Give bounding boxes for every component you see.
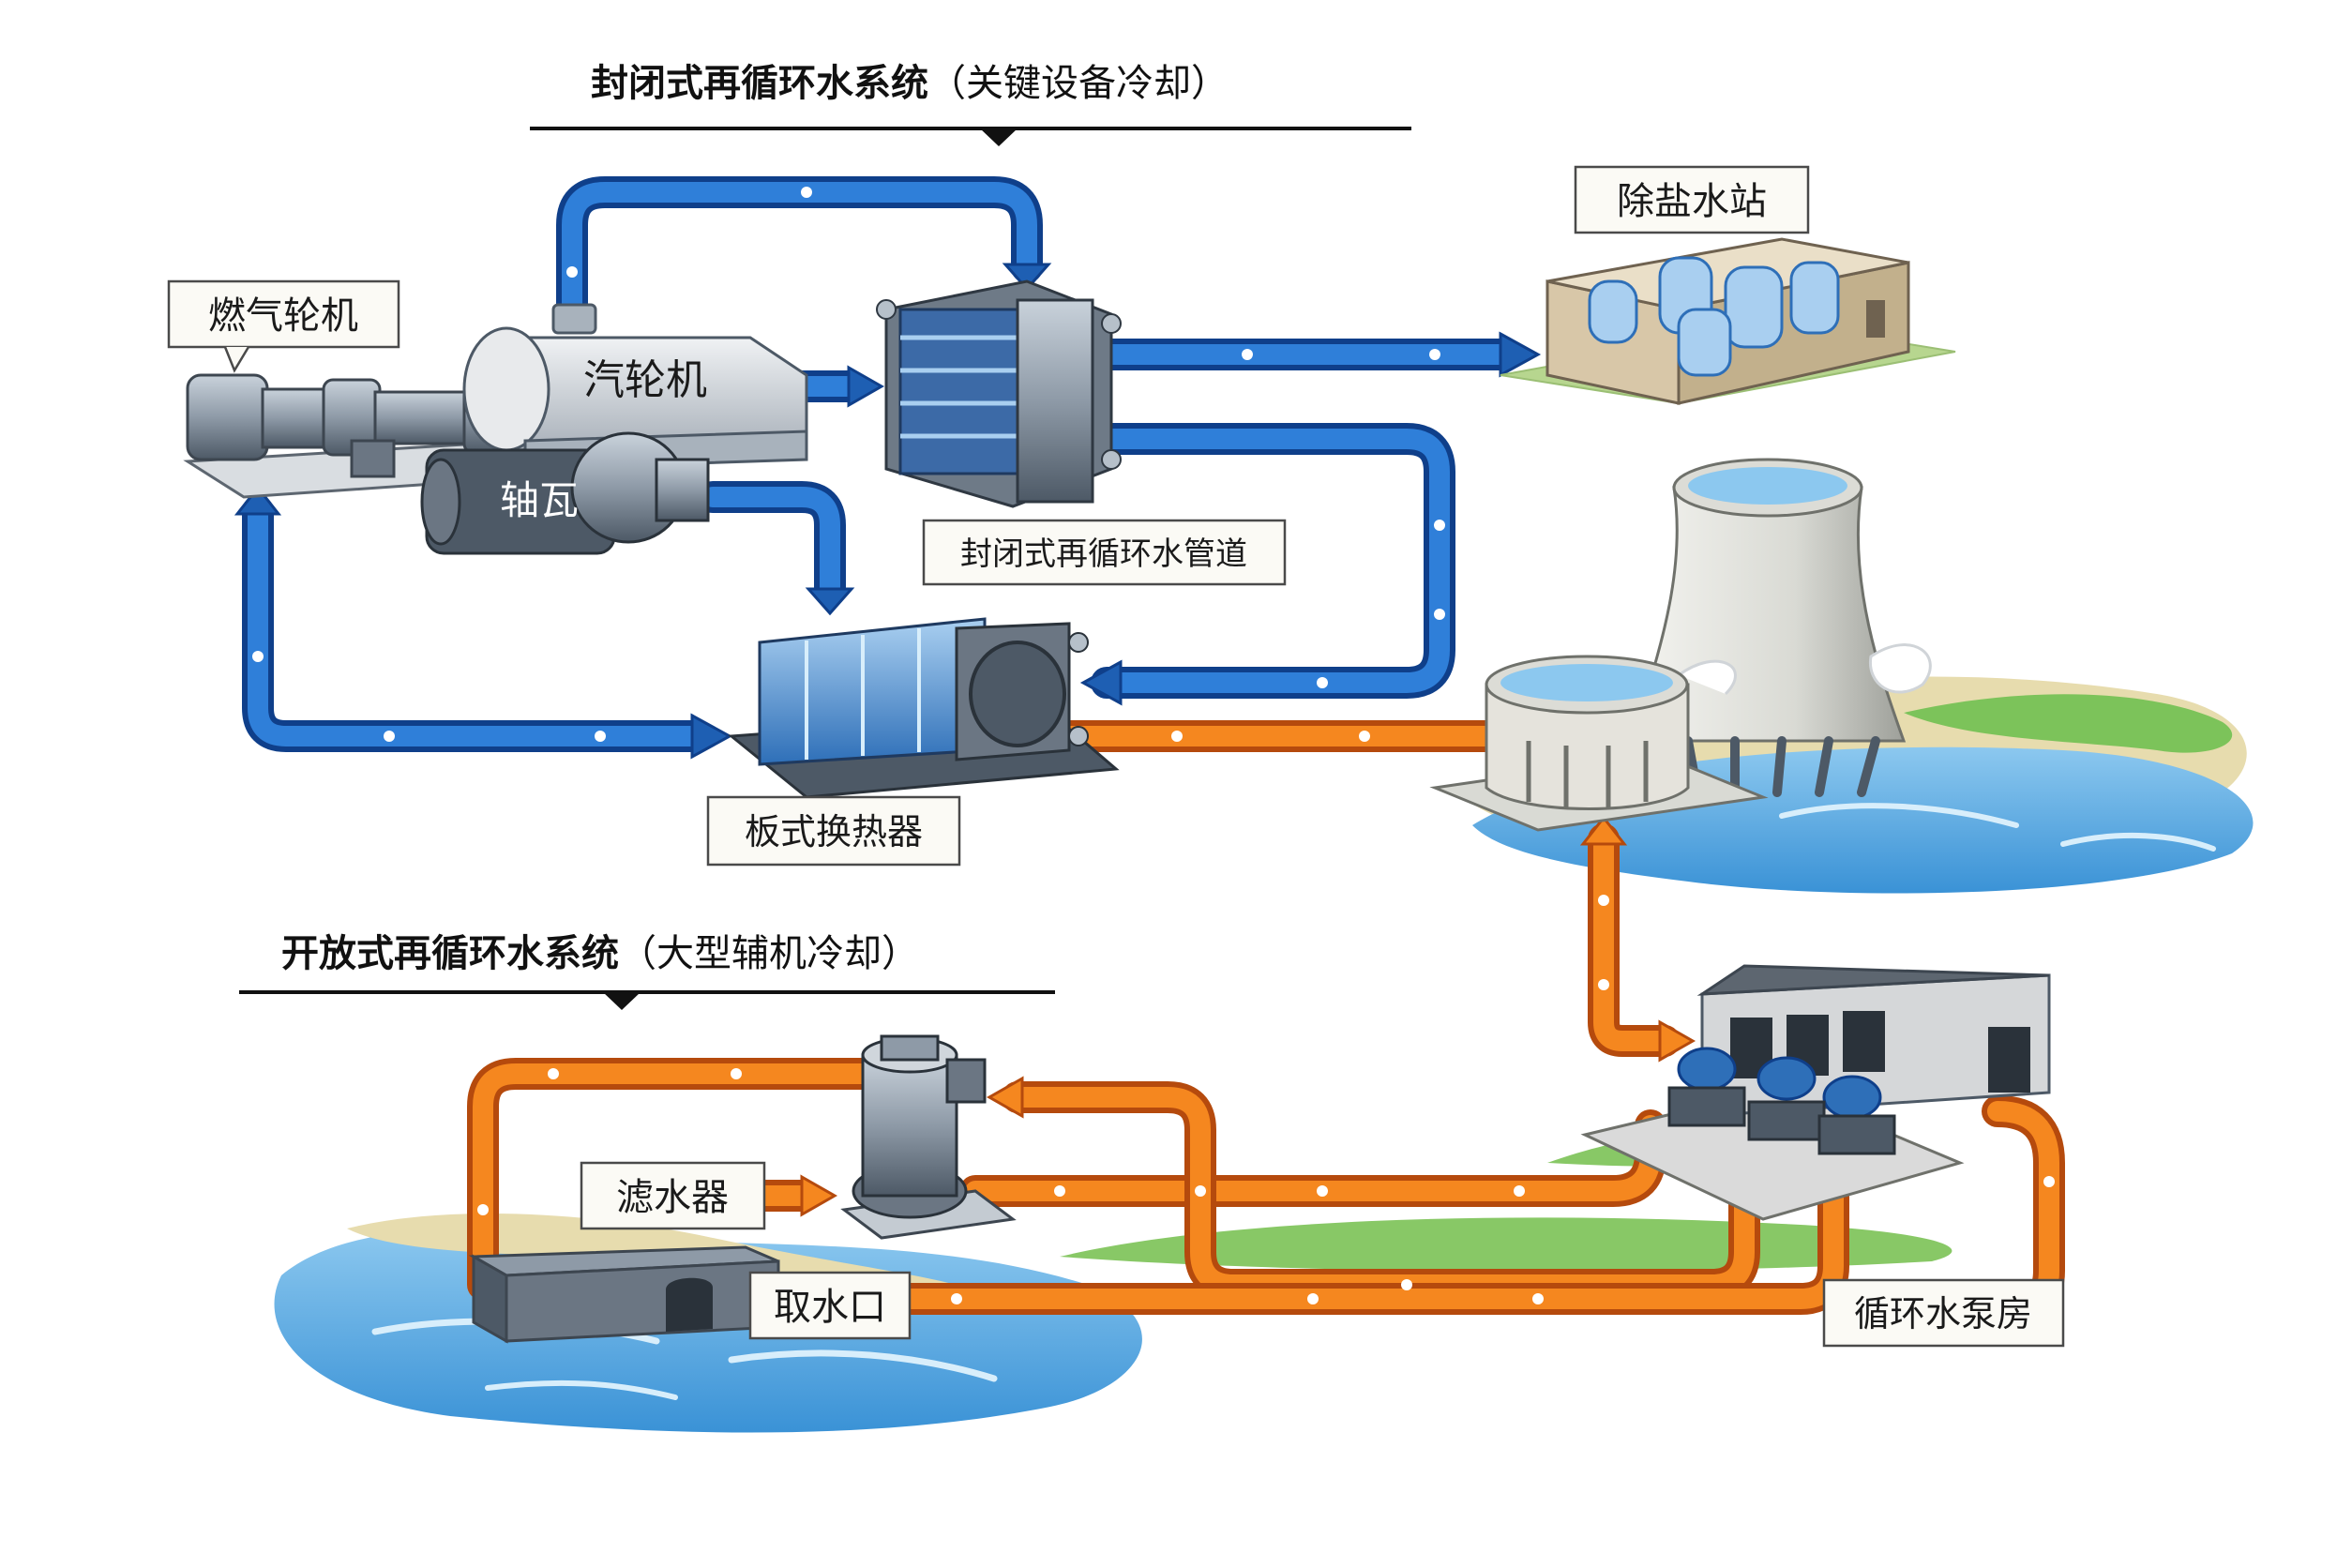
open-system-title: 开放式再循环水系统（大型辅机冷却） bbox=[239, 932, 1055, 1010]
demin-station-label: 除盐水站 bbox=[1574, 165, 1810, 234]
plate-heat-exchanger-illustration bbox=[728, 617, 1120, 799]
cooling-tower-illustration bbox=[1630, 458, 1932, 797]
strainer-label-text: 滤水器 bbox=[616, 1176, 729, 1219]
steam-turbine-label: 汽轮机 bbox=[583, 356, 707, 404]
closed-loop-arrowheads bbox=[234, 263, 1542, 760]
pump-house-label: 循环水泵房 bbox=[1822, 1278, 2065, 1348]
closed-pipe-label: 封闭式再循环水管道 bbox=[922, 519, 1287, 586]
steam-turbine-label-text: 汽轮机 bbox=[583, 356, 707, 404]
tower-basin-illustration bbox=[1429, 655, 1769, 832]
intake-label: 取水口 bbox=[748, 1271, 912, 1340]
closed-system-title: 封闭式再循环水系统（关键设备冷却） bbox=[530, 62, 1411, 146]
plate-hx-label: 板式换热器 bbox=[706, 795, 961, 867]
closed-title-pointer bbox=[980, 128, 1018, 146]
svg-text:封闭式再循环水系统（关键设备冷却）: 封闭式再循环水系统（关键设备冷却） bbox=[591, 62, 1229, 105]
closed-title-sub: （关键设备冷却） bbox=[928, 62, 1229, 105]
gas-turbine-label-text: 燃气轮机 bbox=[208, 294, 358, 338]
closed-pipe-exchanger-illustration bbox=[876, 279, 1122, 508]
intake-structure-illustration bbox=[468, 1245, 780, 1344]
svg-text:开放式再循环水系统（大型辅机冷却）: 开放式再循环水系统（大型辅机冷却） bbox=[281, 932, 919, 975]
demin-station-illustration bbox=[1500, 237, 1956, 405]
closed-loop-pipes bbox=[242, 176, 1521, 752]
plate-hx-label-text: 板式换热器 bbox=[745, 811, 923, 852]
shaft-illustration bbox=[420, 431, 710, 555]
closed-pipe-label-text: 封闭式再循环水管道 bbox=[960, 535, 1247, 573]
intake-label-text: 取水口 bbox=[774, 1286, 886, 1329]
strainer-label: 滤水器 bbox=[580, 1161, 766, 1230]
open-title-pointer bbox=[603, 992, 641, 1010]
closed-title-main: 封闭式再循环水系统 bbox=[591, 62, 928, 105]
pump-house-label-text: 循环水泵房 bbox=[1854, 1293, 2032, 1334]
gas-turbine-label: 燃气轮机 bbox=[167, 279, 400, 373]
watermark-text: 豆包AI生成 bbox=[2057, 1469, 2288, 1521]
open-title-sub: （大型辅机冷却） bbox=[619, 932, 919, 975]
shaft-label-text: 轴瓦 bbox=[500, 477, 579, 523]
flow-markers bbox=[252, 187, 2055, 1304]
pump-house-illustration bbox=[1580, 964, 2051, 1221]
demin-station-label-text: 除盐水站 bbox=[1617, 180, 1767, 223]
open-title-main: 开放式再循环水系统 bbox=[281, 932, 619, 975]
shaft-label: 轴瓦 bbox=[500, 477, 579, 523]
strainer-illustration bbox=[840, 1034, 1017, 1240]
